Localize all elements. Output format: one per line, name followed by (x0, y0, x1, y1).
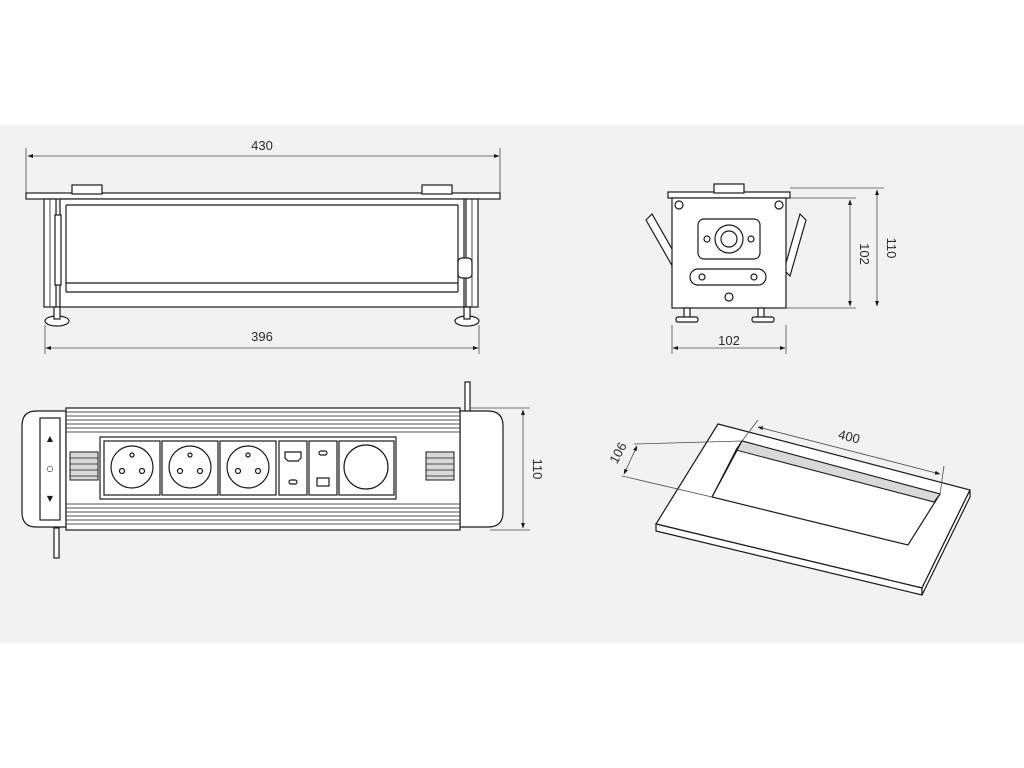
rod-bottom (53, 527, 60, 559)
up-arrow-icon[interactable]: ▲ (47, 434, 54, 443)
flange-clip-right (421, 184, 453, 195)
dim-110-depth-label: 110 (530, 459, 545, 480)
usb-a-icon[interactable] (316, 477, 330, 487)
dim-106-label: 106 (606, 440, 629, 466)
cutout-view: 400 106 (606, 419, 971, 596)
schuko-socket-icon[interactable] (103, 440, 161, 496)
flange-clip-left (71, 184, 103, 195)
schuko-socket-icon[interactable] (219, 440, 277, 496)
down-arrow-icon[interactable]: ▼ (47, 494, 54, 503)
dim-102-width-label: 102 (718, 333, 740, 348)
circle-icon[interactable]: ○ (47, 464, 54, 473)
ribs-bottom (66, 503, 460, 525)
grille-right (425, 451, 455, 481)
ribs-top (66, 411, 460, 433)
dim-396-label: 396 (251, 329, 273, 344)
dim-102-height-label: 102 (857, 243, 872, 265)
top-view: ▲ ○ ▼ (21, 381, 545, 559)
usb-c-icon[interactable] (318, 450, 328, 456)
dim-430-label: 430 (251, 138, 273, 153)
hdmi-usbc-module (278, 440, 308, 496)
right-end-cap (459, 410, 504, 528)
schuko-socket-icon[interactable] (161, 440, 219, 496)
speaker-icon[interactable] (343, 444, 389, 490)
front-body (59, 198, 465, 308)
side-view: 102 110 102 (645, 183, 899, 354)
dim-110-height-label: 110 (884, 238, 899, 259)
usb-module (308, 440, 338, 496)
grille-left (69, 451, 99, 481)
hdmi-icon[interactable] (284, 451, 302, 462)
front-view: 430 396 (25, 138, 501, 354)
rod-top (464, 381, 471, 413)
usb-c-icon[interactable] (288, 479, 298, 485)
dim-400-label: 400 (837, 427, 862, 447)
control-panel (39, 417, 61, 521)
